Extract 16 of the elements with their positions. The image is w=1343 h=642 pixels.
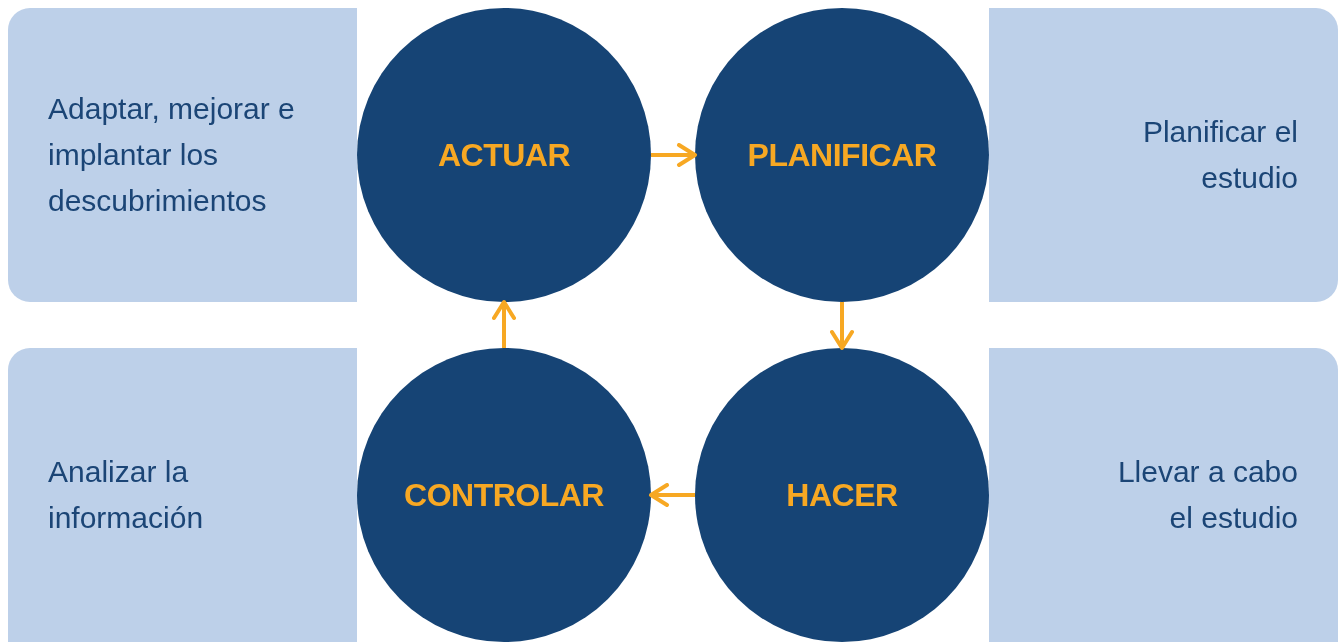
band-text: Adaptar, mejorar e implantar los descubrimientos	[48, 91, 296, 219]
circle-label: CONTROLAR	[404, 476, 604, 514]
band-text: Llevar a cabo el estudio	[1116, 454, 1298, 536]
band-text: Analizar la información	[48, 454, 205, 536]
arrow	[651, 143, 697, 167]
circle-label: ACTUAR	[437, 136, 571, 174]
band-panel	[989, 348, 1338, 642]
arrow	[649, 483, 695, 507]
band-text: Planificar el estudio	[1141, 114, 1298, 196]
band-panel	[989, 8, 1338, 302]
band-panel	[8, 348, 357, 642]
circle-label: HACER	[786, 476, 898, 514]
arrow	[830, 302, 854, 350]
circle-label: PLANIFICAR	[747, 136, 937, 174]
arrow	[492, 300, 516, 348]
band-panel	[8, 8, 357, 302]
